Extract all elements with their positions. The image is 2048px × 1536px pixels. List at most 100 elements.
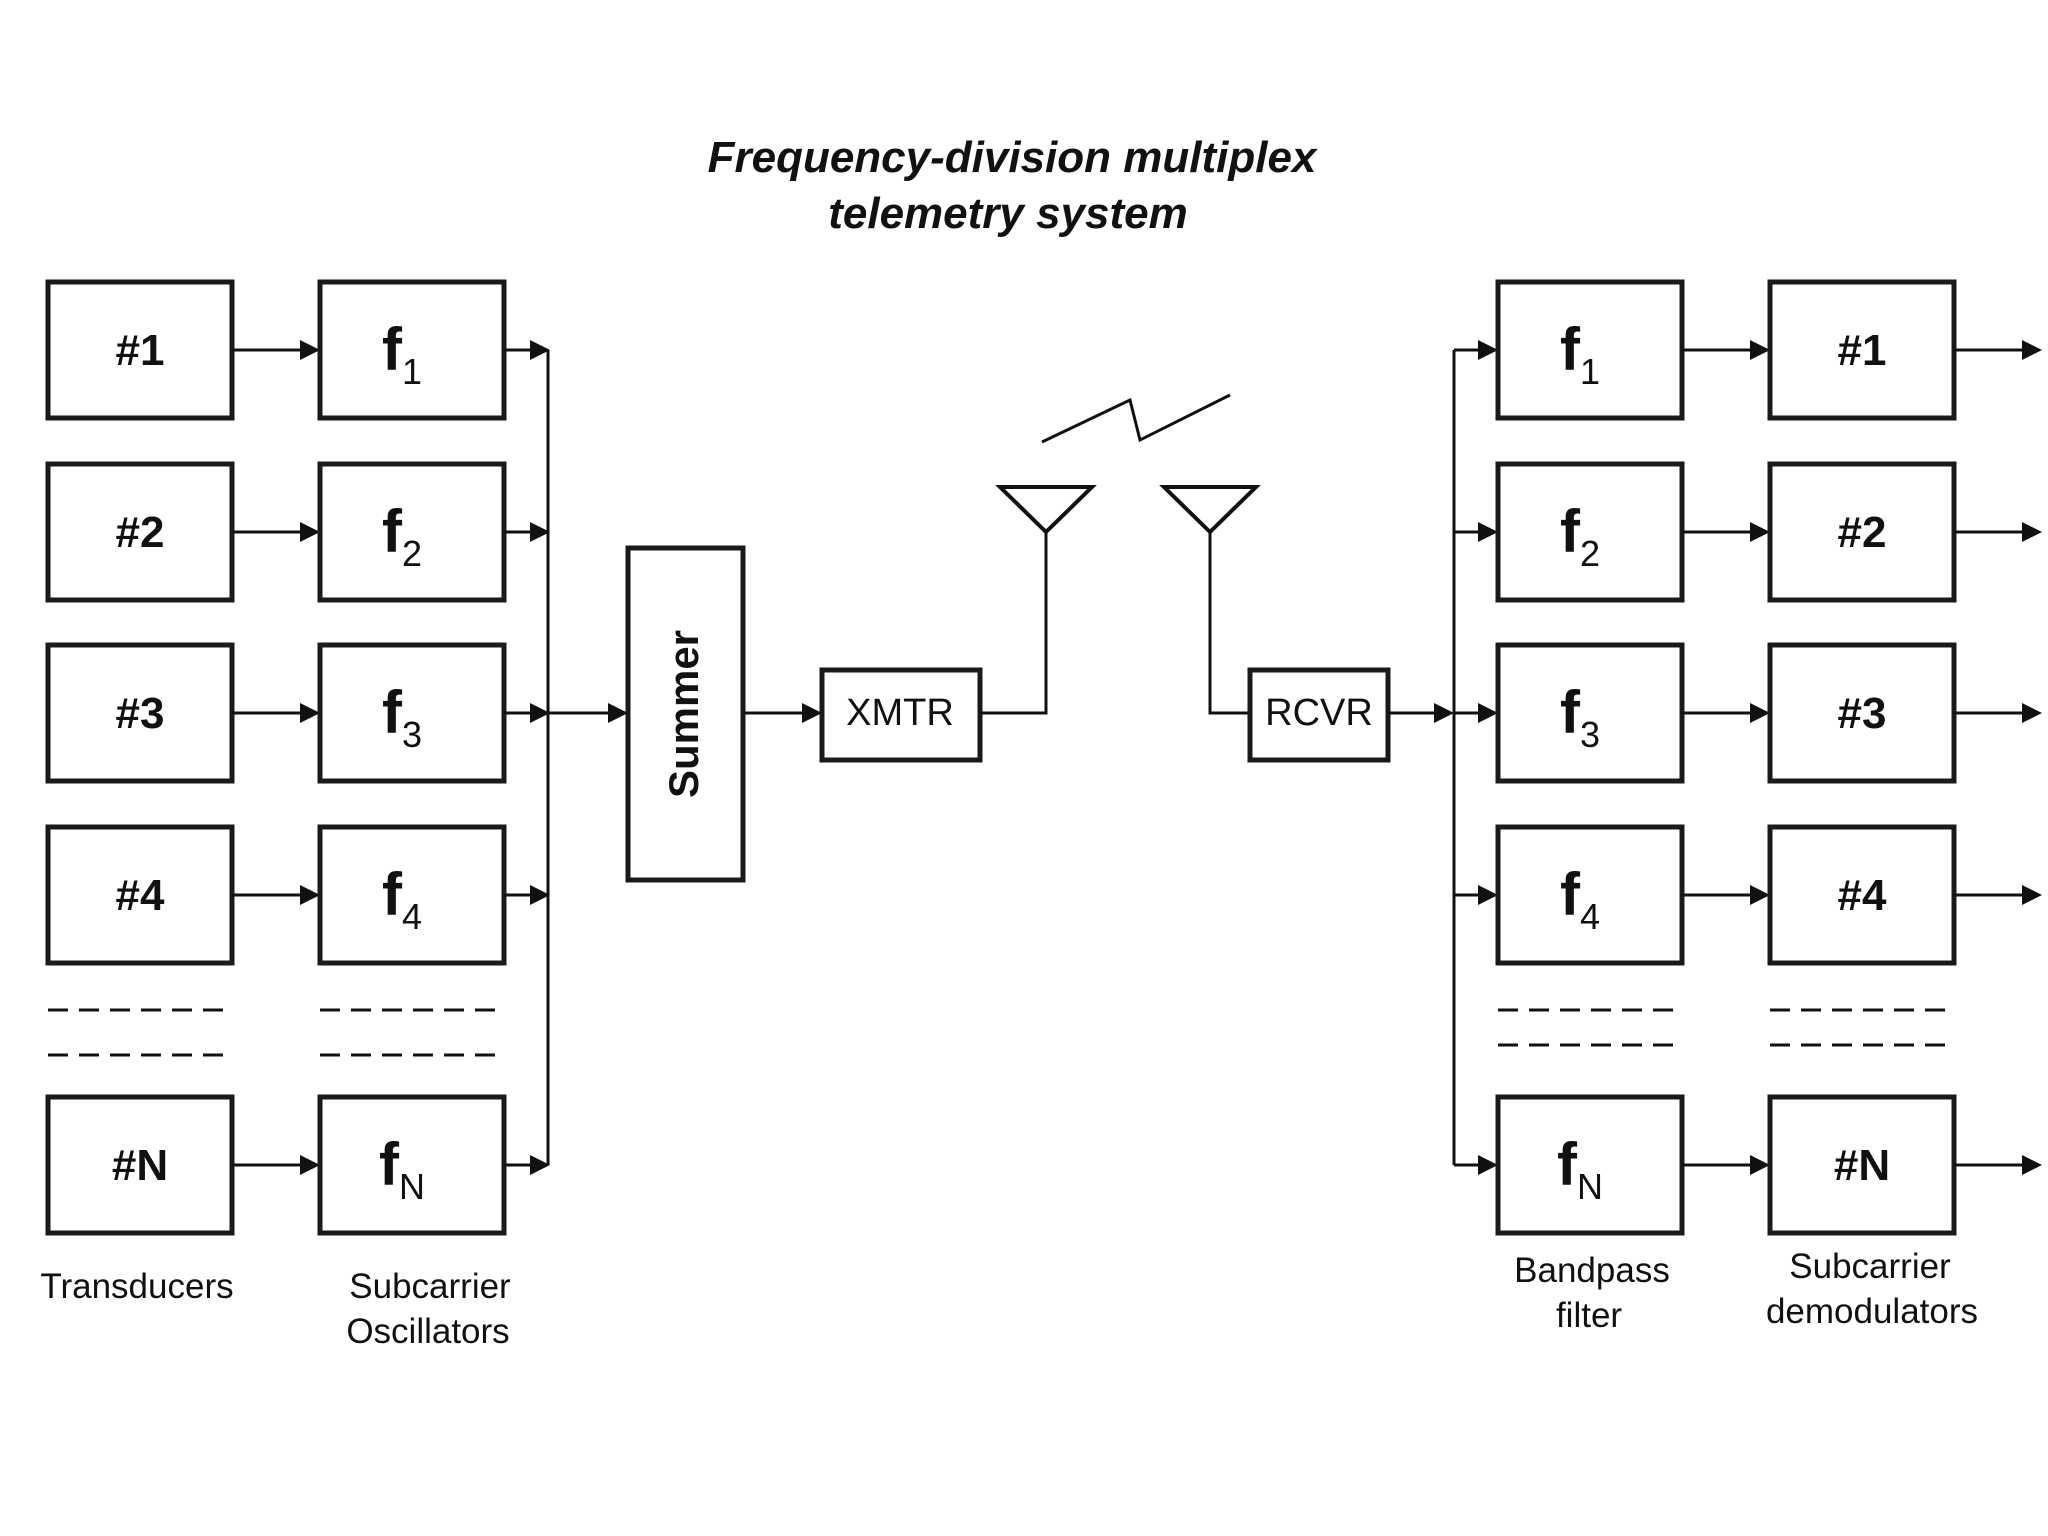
output-arrow-head [2022, 703, 2042, 723]
oscillator-box [317, 279, 507, 421]
filter-label: f3 [1560, 679, 1600, 755]
freq-subscript: 4 [1580, 896, 1600, 937]
freq-base: f [1560, 679, 1581, 746]
oscillator-box [317, 642, 507, 784]
caption-demodulators-line2: demodulators [1766, 1292, 1978, 1331]
filter-box [1495, 642, 1685, 784]
arrow-head [530, 885, 550, 905]
transducer-box [45, 279, 235, 421]
filter-label: f2 [1560, 498, 1600, 574]
radio-link-icon [1041, 393, 1231, 444]
freq-subscript: 3 [402, 714, 422, 755]
diagram-title-line2: telemetry system [828, 189, 1188, 238]
arrow-head [1750, 885, 1770, 905]
filter-box [1495, 279, 1685, 421]
demodulator-box [1767, 642, 1957, 784]
output-arrow-head [2022, 1155, 2042, 1175]
oscillator-box [317, 1094, 507, 1236]
demodulator-box [1767, 1094, 1957, 1236]
output-arrow-head [2022, 522, 2042, 542]
ellipsis-dashes [48, 1008, 1950, 1057]
demodulator-label: #N [1834, 1141, 1890, 1190]
rx-antenna-feed [1208, 532, 1250, 715]
oscillator-label: fN [379, 1131, 425, 1207]
arrow-head [530, 340, 550, 360]
arrow-head [802, 703, 822, 723]
arrow-head [530, 703, 550, 723]
demodulator-label: #4 [1838, 871, 1887, 920]
filter-box [1495, 461, 1685, 603]
arrow-head [530, 522, 550, 542]
rcvr-label: RCVR [1265, 692, 1373, 734]
freq-base: f [1557, 1131, 1578, 1198]
transducer-label: #3 [116, 689, 165, 738]
freq-base: f [382, 316, 403, 383]
diagram-title-line1: Frequency-division multiplex [708, 133, 1318, 182]
arrow-head [1750, 340, 1770, 360]
freq-subscript: 1 [1580, 351, 1600, 392]
arrow-head [1478, 885, 1498, 905]
output-arrow-head [2022, 340, 2042, 360]
oscillator-label: f4 [382, 861, 422, 937]
transducer-label: #4 [116, 871, 165, 920]
arrow-head [300, 885, 320, 905]
freq-base: f [1560, 861, 1581, 928]
arrow-head [300, 703, 320, 723]
freq-subscript: N [1577, 1166, 1603, 1207]
freq-base: f [1560, 498, 1581, 565]
caption-transducers: Transducers [40, 1267, 233, 1306]
oscillator-label: f3 [382, 679, 422, 755]
filter-label: fN [1557, 1131, 1603, 1207]
filter-box [1495, 1094, 1685, 1236]
arrow-head [1478, 703, 1498, 723]
freq-base: f [382, 861, 403, 928]
freq-subscript: 2 [402, 533, 422, 574]
freq-base: f [379, 1131, 400, 1198]
demodulator-label: #2 [1838, 508, 1887, 557]
arrow-head [1750, 1155, 1770, 1175]
arrow-head [300, 522, 320, 542]
demodulator-label: #3 [1838, 689, 1887, 738]
filter-label: f1 [1560, 316, 1600, 392]
oscillator-box [317, 461, 507, 603]
freq-subscript: 4 [402, 896, 422, 937]
arrow-head [1478, 340, 1498, 360]
arrow-head [1750, 522, 1770, 542]
freq-subscript: N [399, 1166, 425, 1207]
output-arrow-head [2022, 885, 2042, 905]
transducer-label: #2 [116, 508, 165, 557]
xmtr-block [819, 667, 983, 763]
freq-subscript: 2 [1580, 533, 1600, 574]
caption-oscillators-line1: Subcarrier [349, 1267, 511, 1306]
caption-oscillators-line2: Oscillators [346, 1312, 509, 1351]
xmtr-label: XMTR [846, 692, 954, 734]
caption-demodulators-line1: Subcarrier [1789, 1247, 1951, 1286]
summer-block [625, 545, 746, 883]
arrow-head [300, 340, 320, 360]
rcvr-block [1247, 667, 1391, 763]
arrow-head [300, 1155, 320, 1175]
freq-subscript: 3 [1580, 714, 1600, 755]
freq-base: f [1560, 316, 1581, 383]
tx-antenna-feed [980, 532, 1048, 715]
freq-subscript: 1 [402, 351, 422, 392]
caption-filters-line2: filter [1556, 1296, 1622, 1335]
freq-base: f [382, 498, 403, 565]
arrow-head [608, 703, 628, 723]
oscillator-label: f2 [382, 498, 422, 574]
arrow-head [1478, 522, 1498, 542]
transducer-label: #1 [116, 326, 165, 375]
oscillator-label: f1 [382, 316, 422, 392]
demodulator-label: #1 [1838, 326, 1887, 375]
filter-label: f4 [1560, 861, 1600, 937]
transducer-box [45, 642, 235, 784]
caption-filters-line1: Bandpass [1514, 1251, 1670, 1290]
transducer-box [45, 824, 235, 966]
tx-antenna-icon [995, 485, 1097, 535]
freq-base: f [382, 679, 403, 746]
oscillator-box [317, 824, 507, 966]
arrow-head [1478, 1155, 1498, 1175]
arrow-head [1750, 703, 1770, 723]
